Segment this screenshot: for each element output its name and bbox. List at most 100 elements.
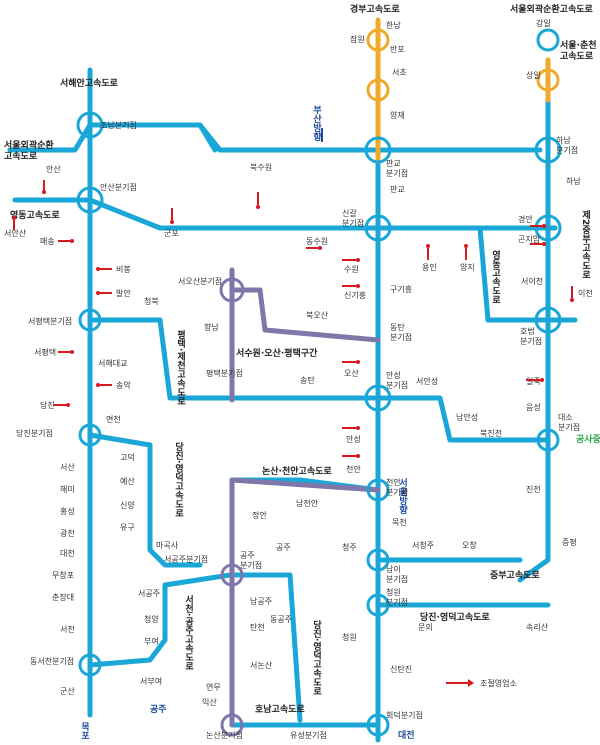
place-balan: 발안 — [116, 288, 131, 298]
place-daecheon: 대천 — [60, 548, 75, 558]
place-muchangpo: 무창포 — [52, 571, 74, 580]
office-dot-bibong — [96, 267, 100, 271]
place-bukjincheon: 북진천 — [480, 428, 502, 438]
place-dongsuwon: 동수원 — [306, 237, 328, 246]
road-seosuwon-osan — [229, 267, 381, 403]
place-nonsan-jct: 논산분기점 — [206, 730, 243, 740]
place-yeonmu: 연무 — [206, 683, 221, 692]
place-dangjin-jct: 당진분기점 — [16, 428, 53, 438]
place-seobuyeo: 서부여 — [140, 676, 162, 686]
place-ochang: 오창 — [462, 541, 477, 550]
road-seosuwon-link — [197, 122, 218, 153]
office-dot-osan — [356, 360, 360, 364]
road-gongju-branch — [229, 572, 303, 723]
place-jeongan: 정안 — [252, 510, 267, 520]
place-dongseocheon-jct: 동서천분기점 — [30, 656, 74, 666]
place-gunpo: 군포 — [164, 229, 179, 238]
road-jungbu — [517, 57, 551, 583]
place-hanam: 하남 — [566, 176, 581, 186]
place-mokcheon: 목천 — [392, 517, 407, 527]
place-seogongju: 서공주 — [138, 589, 160, 598]
office-dot-singal — [356, 284, 360, 288]
place-jincheon: 진천 — [526, 484, 541, 494]
place-namgongju: 남공주 — [250, 597, 272, 606]
place-yesan: 예산 — [120, 476, 135, 486]
office-dot-cheonan — [356, 454, 360, 458]
place-yuseong-jct: 유성분기점 — [290, 730, 327, 740]
place-seopyeongtaek: 서평택 — [34, 347, 56, 357]
place-namanseong: 남안성 — [456, 412, 478, 422]
hw-gyeongbu: 경부고속도로 — [350, 3, 400, 15]
place-anseong: 안성 — [346, 434, 361, 444]
place-banpo: 반포 — [390, 45, 405, 54]
office-dot-seopyeongtaek — [70, 350, 74, 354]
dir-gongju: 공주 — [150, 704, 167, 715]
place-tancheon: 탄천 — [250, 622, 265, 632]
place-jeungpyeong: 증평 — [562, 537, 577, 547]
place-cheongyang: 청양 — [144, 615, 159, 624]
road-pyeongtaek-jecheon — [87, 317, 551, 443]
place-eumseong: 음성 — [526, 403, 541, 412]
place-iljuk: 일죽 — [526, 377, 541, 386]
place-seocheongju: 서청주 — [412, 541, 434, 550]
place-hannam: 한남 — [386, 21, 401, 30]
place-yongin: 용인 — [422, 262, 437, 272]
office-dot-balan — [96, 291, 100, 295]
dir-seoul: 서울방향 — [397, 477, 407, 515]
place-singal: 신기흥 — [344, 290, 366, 300]
place-songnisan: 속리산 — [526, 622, 549, 632]
office-dot-yongin — [426, 244, 430, 248]
place-jamwon: 잠원 — [350, 34, 365, 44]
place-seosan: 서산 — [60, 462, 75, 472]
hw-jungbu: 중부고속도로 — [490, 569, 540, 581]
hw-dangjin-right: 당진·영덕고속도로 — [420, 611, 490, 623]
interchanges — [76, 28, 562, 737]
place-seoanseong: 서안성 — [416, 376, 438, 386]
place-dangjin: 당진 — [40, 400, 55, 410]
place-cheongbuk: 청북 — [144, 297, 159, 306]
place-songak: 송악 — [116, 380, 131, 390]
place-yugu: 유구 — [120, 523, 135, 532]
road-nonsan-cheonan-purple — [229, 477, 381, 728]
place-sintanjin: 신탄진 — [390, 664, 412, 674]
place-muneui: 문의 — [418, 622, 433, 632]
office-dot-anseong — [356, 426, 360, 430]
road-yeongdong — [12, 197, 558, 231]
place-seoicheon: 서이천 — [521, 276, 543, 286]
hw-yeongdong: 영동고속도로 — [10, 209, 60, 221]
place-masa: 마곡사 — [156, 541, 179, 550]
road-seocheon-gongju — [87, 572, 233, 668]
place-icheon: 이천 — [578, 288, 593, 298]
place-chunjangdae: 춘장대 — [52, 592, 74, 602]
place-pangyo: 판교 — [390, 185, 405, 194]
place-josan-jct: 조남분기점 — [100, 120, 137, 130]
hw-dangjin-mid: 당진·영덕고속도로 — [311, 619, 321, 696]
place-haemi: 해미 — [60, 484, 75, 494]
hw-honam: 호남고속도로 — [255, 703, 305, 715]
hw-yeongdong-right: 영동고속도로 — [490, 249, 500, 304]
place-yangjae: 양재 — [390, 111, 405, 120]
office-dot-gonjiam — [542, 242, 546, 246]
office-dot-bugsuwon — [256, 205, 260, 209]
office-dot-seoansan — [12, 216, 16, 220]
place-yangji: 양지 — [460, 263, 475, 272]
place-sinyang: 신양 — [120, 501, 135, 510]
place-seocho: 서초 — [392, 68, 407, 77]
place-donggongju: 동공주 — [270, 615, 292, 624]
place-seosuwon-jct: 서오산분기점 — [178, 276, 222, 286]
dir-daejeon: 대전 — [398, 729, 415, 741]
place-seonsan: 서논산 — [250, 660, 273, 670]
place-seohaedaegyo: 서해대교 — [98, 358, 127, 368]
construction-label: 공사중 — [576, 433, 600, 445]
legend-label: 조절영업소 — [480, 678, 517, 688]
place-giheung: 구기흥 — [390, 284, 412, 294]
place-seopyeongtaek-jct: 서평택분기점 — [28, 316, 72, 326]
